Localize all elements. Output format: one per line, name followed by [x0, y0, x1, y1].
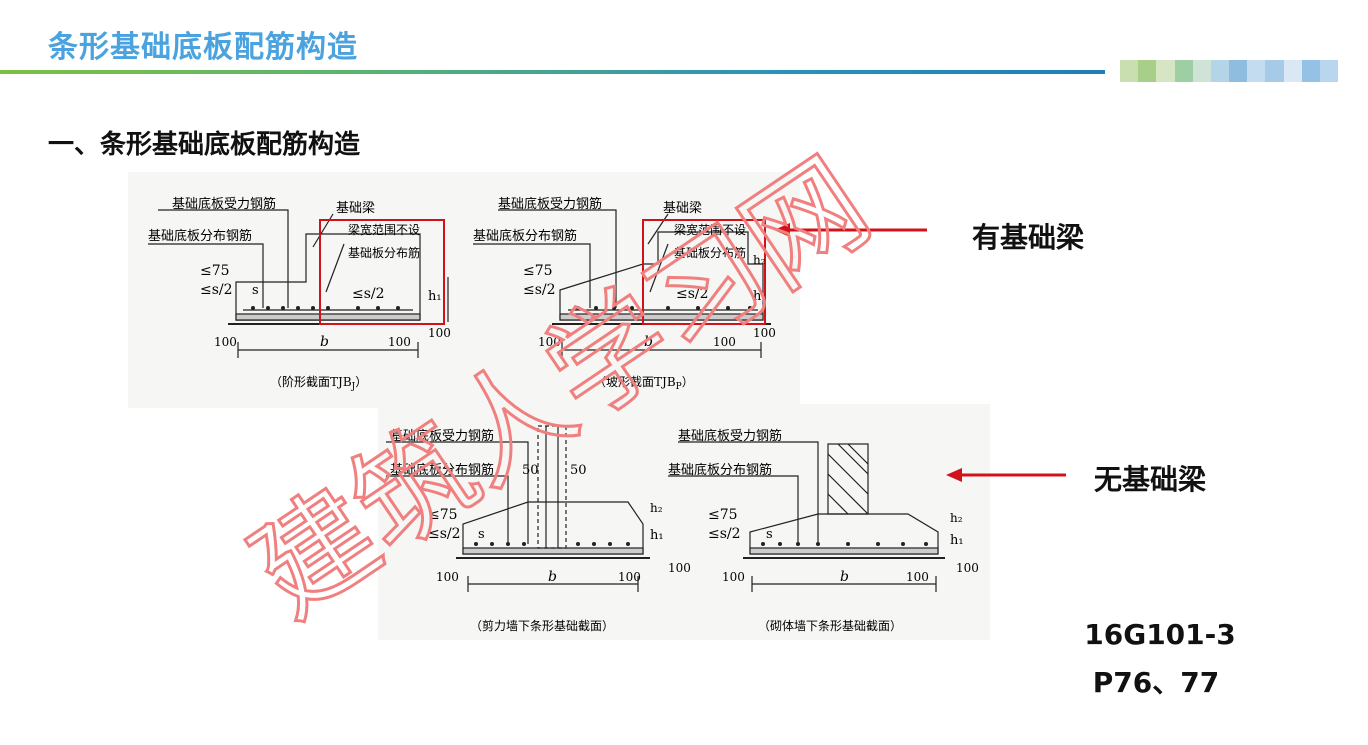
tjbj-100c: 100: [388, 335, 411, 349]
tjbp-section: [473, 209, 771, 358]
tjbp-beam-note2: 基础板分布筋: [674, 245, 746, 260]
masonry-section: [668, 441, 945, 592]
tjbj-100b: 100: [214, 335, 237, 349]
tjbj-beam-label: 基础梁: [336, 201, 375, 216]
tjbj-caption: （阶形截面TJBJ）: [270, 375, 367, 392]
without-beam-arrow: [946, 468, 1066, 482]
masonry-h2: h₂: [950, 511, 963, 525]
tjbj-beam-note1: 梁宽范围不设: [348, 222, 420, 237]
top-drawings: 基础底板受力钢筋 基础底板分布钢筋 基础梁 梁宽范围不设 基础板分布筋 ≤75 …: [128, 172, 800, 408]
tjbj-s: s: [252, 283, 259, 298]
masonry-100c: 100: [906, 570, 929, 584]
masonry-100a: 100: [956, 561, 979, 575]
shear-section: [386, 425, 650, 592]
tjbp-100c: 100: [713, 335, 736, 349]
tjbp-b: b: [644, 334, 653, 350]
shear-h1: h₁: [650, 528, 664, 543]
shear-b: b: [548, 569, 557, 585]
tjbp-100b: 100: [538, 335, 561, 349]
tjbp-beam-note1: 梁宽范围不设: [674, 222, 746, 237]
tjbp-h2: h₂: [753, 253, 766, 267]
tjbj-rebar-main-label: 基础底板受力钢筋: [172, 196, 276, 212]
masonry-s2: ≤s/2: [708, 526, 741, 542]
shear-s2: ≤s/2: [428, 526, 461, 542]
masonry-lt75: ≤75: [708, 507, 738, 523]
shear-fifty-b: 50: [570, 463, 587, 478]
tjbp-rebar-dist-label: 基础底板分布钢筋: [473, 228, 577, 244]
shear-rebar-main-label: 基础底板受力钢筋: [390, 428, 494, 444]
shear-100c: 100: [618, 570, 641, 584]
tjbj-lt75: ≤75: [200, 263, 230, 279]
bottom-drawings: 基础底板受力钢筋 基础底板分布钢筋 50 50 ≤75 ≤s/2 s h₁ h₂…: [378, 404, 990, 640]
reference-pages: P76、77: [1092, 666, 1220, 699]
tjbj-rebar-dots: [251, 306, 400, 310]
shear-caption: （剪力墙下条形基础截面）: [470, 618, 614, 633]
masonry-s: s: [766, 527, 773, 542]
tjbp-h1: h₁: [753, 289, 767, 304]
masonry-h1: h₁: [950, 533, 964, 548]
masonry-rebar-dots: [761, 542, 928, 546]
tjbj-beam-note2: 基础板分布筋: [348, 245, 420, 260]
masonry-b: b: [840, 569, 849, 585]
tjbp-beam-label: 基础梁: [663, 201, 702, 216]
with-beam-label: 有基础梁: [972, 221, 1085, 254]
shear-rebar-dots: [474, 542, 630, 546]
shear-s: s: [478, 527, 485, 542]
page-title: 条形基础底板配筋构造: [48, 30, 358, 65]
reference-code: 16G101-3: [1084, 618, 1236, 651]
shear-rebar-dist-label: 基础底板分布钢筋: [390, 462, 494, 478]
tjbp-rebar-main-label: 基础底板受力钢筋: [498, 196, 602, 212]
tjbp-rebar-dots: [576, 306, 752, 310]
tjbj-section: [148, 209, 449, 358]
tjbj-h1: h₁: [428, 289, 442, 304]
section-heading: 一、条形基础底板配筋构造: [48, 130, 361, 160]
tjbj-rebar-dist-label: 基础底板分布钢筋: [148, 228, 252, 244]
shear-fifty-a: 50: [522, 463, 539, 478]
shear-h2: h₂: [650, 501, 663, 515]
masonry-rebar-main-label: 基础底板受力钢筋: [678, 428, 782, 444]
tjbp-caption: （坡形截面TJBP）: [594, 375, 694, 392]
tjbp-s2b: ≤s/2: [676, 286, 709, 302]
title-divider: [0, 70, 1105, 74]
tjbp-lt75: ≤75: [523, 263, 553, 279]
masonry-rebar-dist-label: 基础底板分布钢筋: [668, 462, 772, 478]
tjbj-100a: 100: [428, 326, 451, 340]
decorative-mosaic: [1120, 60, 1339, 82]
tjbj-s2b: ≤s/2: [352, 286, 385, 302]
masonry-100b: 100: [722, 570, 745, 584]
without-beam-label: 无基础梁: [1094, 463, 1207, 496]
shear-100b: 100: [436, 570, 459, 584]
with-beam-arrow: [774, 223, 927, 237]
shear-lt75: ≤75: [428, 507, 458, 523]
tjbp-100a: 100: [753, 326, 776, 340]
tjbp-s2: ≤s/2: [523, 282, 556, 298]
tjbj-b: b: [320, 334, 329, 350]
masonry-caption: （砌体墙下条形基础截面）: [758, 619, 902, 633]
shear-100a: 100: [668, 561, 691, 575]
tjbj-s2: ≤s/2: [200, 282, 233, 298]
